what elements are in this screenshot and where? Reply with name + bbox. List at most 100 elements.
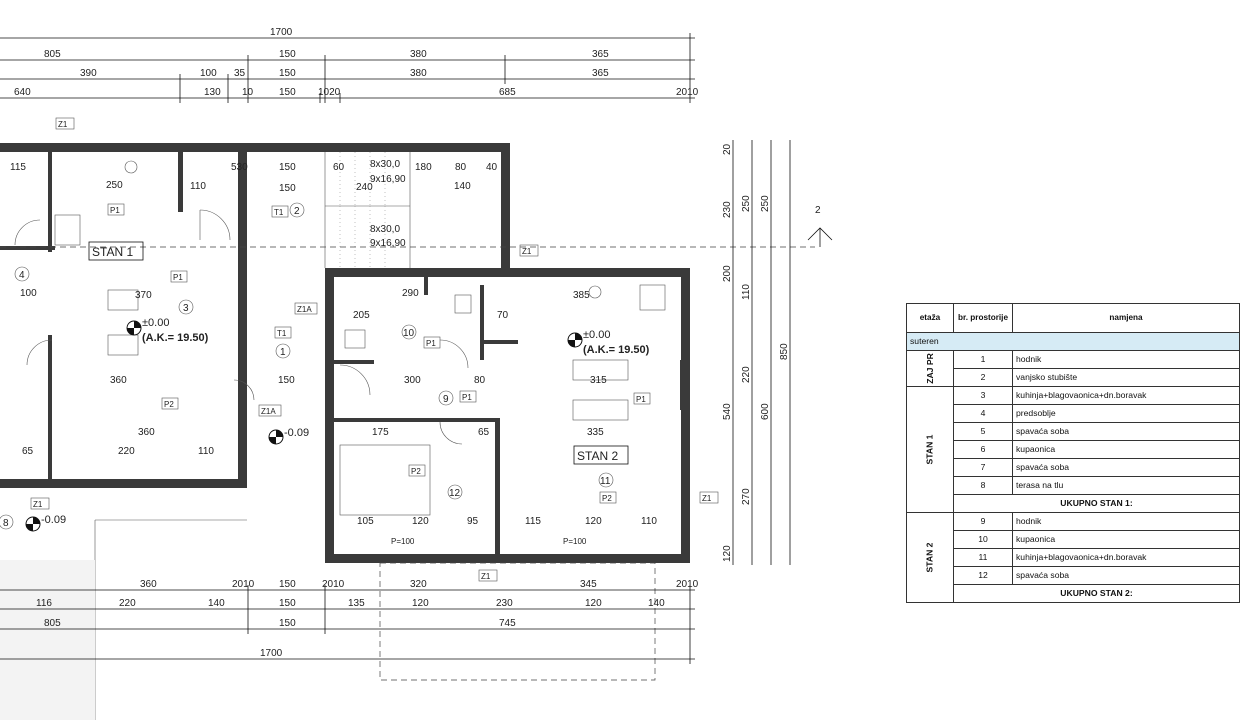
dim-top-r4-a: 640: [14, 87, 31, 98]
room-num: 11: [953, 548, 1013, 567]
dim-115: 115: [10, 162, 26, 173]
table-row: 7 spavaća soba: [907, 458, 1240, 477]
table-row: 2 vanjsko stubište: [907, 368, 1240, 387]
dim-150-a: 150: [279, 162, 296, 173]
dim-bottom-r1-g: 2010: [676, 579, 699, 590]
tag-p100-b: P=100: [563, 537, 587, 546]
tag-p2-c: P2: [602, 494, 612, 503]
dim-top-r4-e: 1020: [318, 87, 341, 98]
dim-top-r2-d: 365: [592, 49, 609, 60]
group-zaj-pr: ZAJ PR: [906, 350, 954, 387]
tag-p1-e: P1: [636, 395, 646, 404]
dim-top-r4-c: 10: [242, 87, 254, 98]
furniture: [54, 160, 666, 516]
room-schedule-table: etaža br. prostorije namjena suteren ZAJ…: [906, 303, 1240, 603]
dim-right-c1-d: 110: [741, 284, 752, 300]
dim-right-c3-a: 250: [760, 195, 771, 212]
dim-110: 110: [190, 181, 206, 192]
dim-115-b: 115: [525, 516, 541, 527]
tag-z1a-b: Z1A: [261, 407, 276, 416]
room-num: 2: [953, 368, 1013, 387]
tag-p100-a: P=100: [391, 537, 415, 546]
dim-60: 60: [333, 162, 345, 173]
group-stan-1: STAN 1: [906, 386, 954, 513]
dim-120-a: 120: [412, 516, 429, 527]
room-num: 6: [953, 440, 1013, 459]
room-number-12: 12: [449, 488, 461, 499]
dim-right-c3-b: 600: [760, 403, 771, 420]
dim-top-r2-a: 805: [44, 49, 61, 60]
room-num: 9: [953, 512, 1013, 531]
dim-290: 290: [402, 288, 419, 299]
tag-p1-a: P1: [110, 206, 120, 215]
dim-315: 315: [590, 375, 607, 386]
table-row: ZAJ PR 1 hodnik: [906, 350, 1240, 387]
dim-top-r3-e: 380: [410, 68, 427, 79]
dim-80-b: 80: [474, 375, 486, 386]
room-number-8: 8: [3, 518, 9, 529]
stan1-tag: STAN 1: [92, 245, 133, 259]
dim-bottom-r1-f: 345: [580, 579, 597, 590]
dim-bottom-r2-e: 135: [348, 598, 365, 609]
floor-plan: 1700 805 150 380 365 390 100 35 150 380 …: [0, 27, 833, 720]
dim-bottom-r1-a: 360: [140, 579, 157, 590]
dim-385: 385: [573, 290, 590, 301]
table-row: 8 terasa na tlu: [907, 476, 1240, 495]
section-line: 2: [0, 205, 833, 248]
table-row: 6 kupaonica: [907, 440, 1240, 459]
dim-bottom-r2-c: 140: [208, 598, 225, 609]
dim-bottom-r2-h: 120: [585, 598, 602, 609]
room-use: kupaonica: [1012, 440, 1240, 459]
room-use: kuhinja+blagovaonica+dn.boravak: [1012, 548, 1240, 567]
dim-bottom-r1-c: 150: [279, 579, 296, 590]
ak-stan2: (A.K.= 19.50): [583, 344, 650, 356]
tag-z1a-a: Z1A: [297, 305, 312, 314]
dim-top-r3-a: 390: [80, 68, 97, 79]
dim-360-b: 360: [138, 427, 155, 438]
tag-p2-a: P2: [164, 400, 174, 409]
table-row: 12 spavaća soba: [907, 566, 1240, 585]
dim-bottom-r3-a: 805: [44, 618, 61, 629]
room-use: spavaća soba: [1012, 566, 1240, 585]
element-tags: Z1 Z1 Z1A Z1A Z1 Z1 Z1 T1 T1 P1 P1 P2 P1…: [30, 117, 719, 582]
dim-bottom-r2-g: 230: [496, 598, 513, 609]
room-number-10: 10: [403, 328, 415, 339]
table-row: 10 kupaonica: [907, 530, 1240, 549]
dim-bottom-r2-a: 116: [36, 598, 52, 609]
dim-300: 300: [404, 375, 421, 386]
table-row: 4 predsoblje: [907, 404, 1240, 423]
room-use: spavaća soba: [1012, 458, 1240, 477]
dim-bottom-r3-b: 150: [279, 618, 296, 629]
section-mark-label: 2: [815, 205, 821, 216]
dim-right-c2-b: 540: [722, 403, 733, 420]
dim-top-r3-f: 365: [592, 68, 609, 79]
dim-bottom-r1-b: 2010: [232, 579, 255, 590]
terrace-outline: [379, 562, 656, 681]
bottom-dimensions: 360 2010 150 2010 320 345 2010 116 220 1…: [0, 579, 699, 664]
tag-z1-bottom: Z1: [481, 572, 491, 581]
dim-95: 95: [467, 516, 479, 527]
room-use: predsoblje: [1012, 404, 1240, 423]
dim-150-c: 150: [278, 375, 295, 386]
stan2-tag: STAN 2: [577, 449, 618, 463]
dim-120-b: 120: [585, 516, 602, 527]
dim-105: 105: [357, 516, 374, 527]
table-row: 11 kuhinja+blagovaonica+dn.boravak: [907, 548, 1240, 567]
dim-bottom-r2-f: 120: [412, 598, 429, 609]
table-row-total-stan2: UKUPNO STAN 2:: [907, 584, 1240, 603]
room-use: hodnik: [1012, 512, 1240, 531]
tag-p1-d: P1: [462, 393, 472, 402]
suteren-label: suteren: [906, 332, 1240, 351]
dim-right-c2-a: 250: [741, 195, 752, 212]
room-num: 7: [953, 458, 1013, 477]
dim-205: 205: [353, 310, 370, 321]
total-stan1: UKUPNO STAN 1:: [953, 494, 1240, 513]
dim-70: 70: [497, 310, 509, 321]
table-row-suteren: suteren: [906, 332, 1240, 351]
tag-p2-b: P2: [411, 467, 421, 476]
dim-220: 220: [118, 446, 135, 457]
dim-110-c: 110: [641, 516, 657, 527]
level-terrace: -0.09: [41, 514, 66, 526]
room-num: 3: [953, 386, 1013, 405]
ak-stan1: (A.K.= 19.50): [142, 332, 209, 344]
